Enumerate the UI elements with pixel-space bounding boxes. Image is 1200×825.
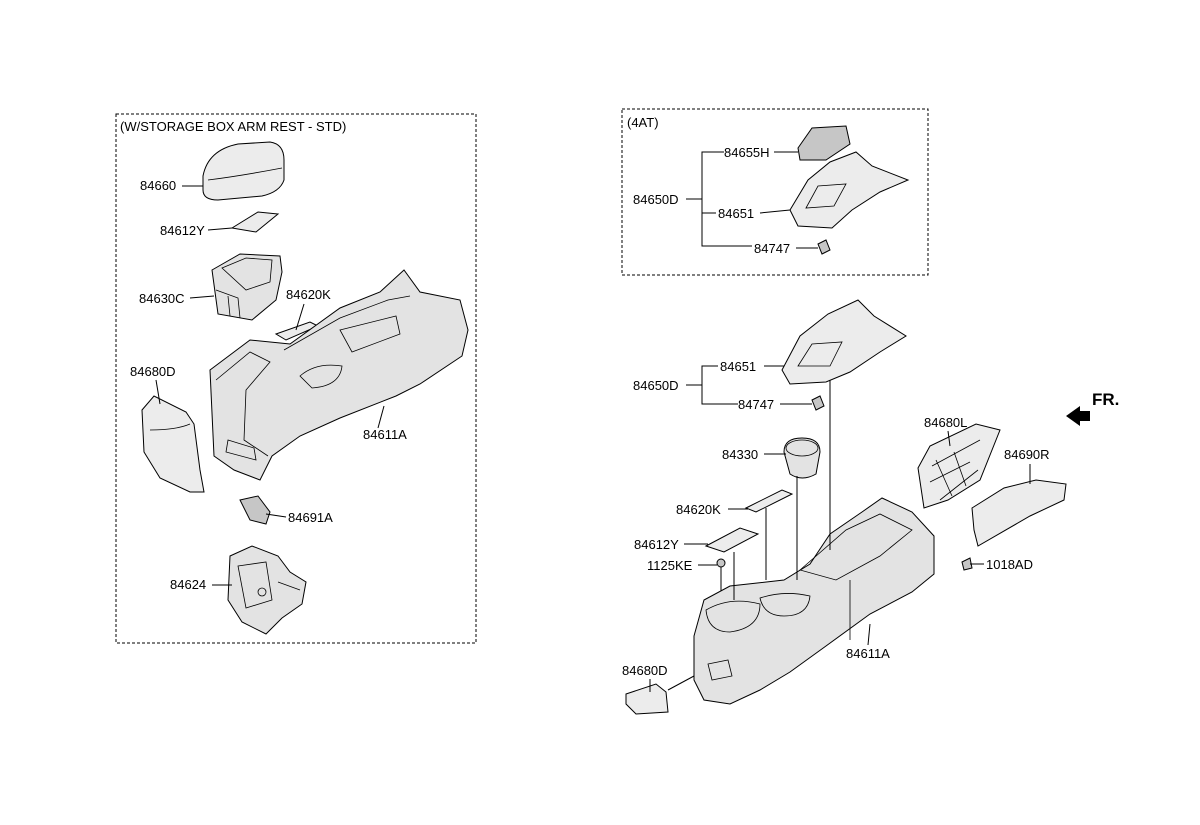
label-84680D-left: 84680D [130,364,176,379]
top-right-group-frame [621,108,929,276]
label-84680D-right: 84680D [622,663,668,678]
clip-part-4at [817,239,831,255]
label-84747-top: 84747 [754,241,790,256]
label-84611A-right: 84611A [846,646,890,661]
shift-bracket-part [227,545,307,635]
front-direction-marker: FR. [1066,390,1119,426]
label-84650D-main: 84650D [633,378,679,393]
label-84680L: 84680L [924,415,967,430]
label-1018AD: 1018AD [986,557,1033,572]
label-84655H: 84655H [724,145,770,160]
label-84660: 84660 [140,178,176,193]
label-84651-main: 84651 [720,359,756,374]
cup-holder-part [783,437,821,479]
label-1125KE: 1125KE [647,558,693,573]
left-group-frame [115,113,477,644]
armrest-lid-part [202,141,285,201]
label-84630C: 84630C [139,291,185,306]
label-84650D-top: 84650D [633,192,679,207]
label-84690R: 84690R [1004,447,1050,462]
shift-bezel-part-main [781,299,907,385]
label-84330: 84330 [722,447,758,462]
side-cover-part-right-r [971,479,1067,547]
clip-part-main [811,395,825,411]
label-84620K-right: 84620K [676,502,721,517]
top-right-group-title: (4AT) [627,115,659,130]
label-84620K-left: 84620K [286,287,331,302]
label-84612Y-right: 84612Y [634,537,679,552]
pad-part-right [704,527,760,553]
indicator-part-4at [797,125,851,161]
label-84612Y-left: 84612Y [160,223,205,238]
console-part-left [209,269,469,481]
label-84624: 84624 [170,577,206,592]
label-84651-top: 84651 [718,206,754,221]
label-84691A: 84691A [288,510,333,525]
shift-bezel-part-4at [789,151,910,229]
side-cover-part-left [141,395,205,493]
side-cover-part-right-l [917,423,1001,509]
label-84747-main: 84747 [738,397,774,412]
screw-part-right [961,557,973,571]
console-part-right [693,497,935,705]
bracket-part-left [239,495,271,525]
storage-box-part [211,253,283,321]
end-cap-part-right [625,683,669,715]
front-marker-label: FR. [1092,390,1119,409]
left-group-title: (W/STORAGE BOX ARM REST - STD) [120,119,346,134]
pad-part-left [230,211,280,233]
label-84611A-left: 84611A [363,427,407,442]
strip-part-right [744,489,794,513]
